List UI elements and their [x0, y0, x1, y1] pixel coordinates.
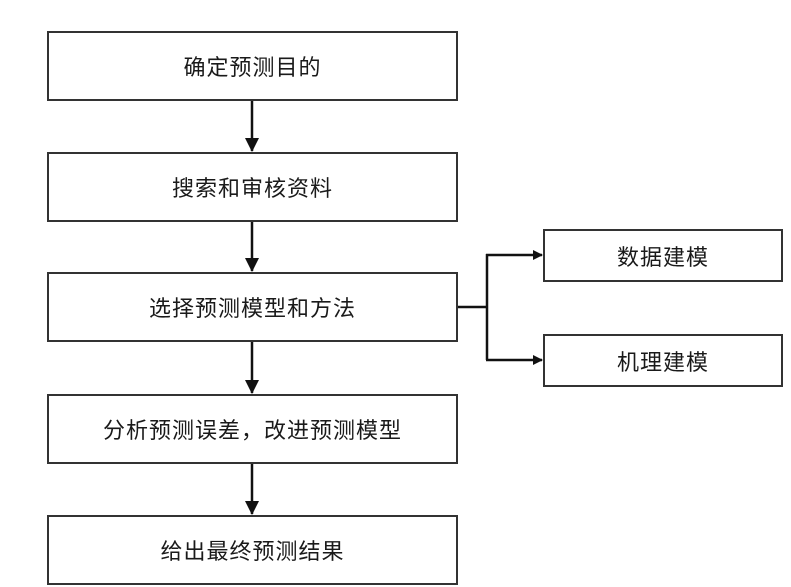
step-box-5: 给出最终预测结果: [47, 515, 458, 585]
branch-label-1: 数据建模: [616, 245, 709, 271]
branch-box-1: 数据建模: [543, 229, 783, 282]
step-label-4: 分析预测误差，改进预测模型: [102, 419, 402, 444]
step-box-4: 分析预测误差，改进预测模型: [47, 394, 458, 464]
step-box-2: 搜索和审核资料: [47, 152, 458, 222]
branch-label-2: 机理建模: [616, 350, 709, 376]
branch-box-2: 机理建模: [543, 334, 783, 387]
step-label-5: 给出最终预测结果: [160, 540, 345, 565]
step-box-1: 确定预测目的: [47, 31, 458, 101]
step-label-2: 搜索和审核资料: [171, 177, 333, 202]
step-label-3: 选择预测模型和方法: [148, 297, 356, 322]
step-label-1: 确定预测目的: [183, 56, 322, 81]
step-box-3: 选择预测模型和方法: [47, 272, 458, 342]
